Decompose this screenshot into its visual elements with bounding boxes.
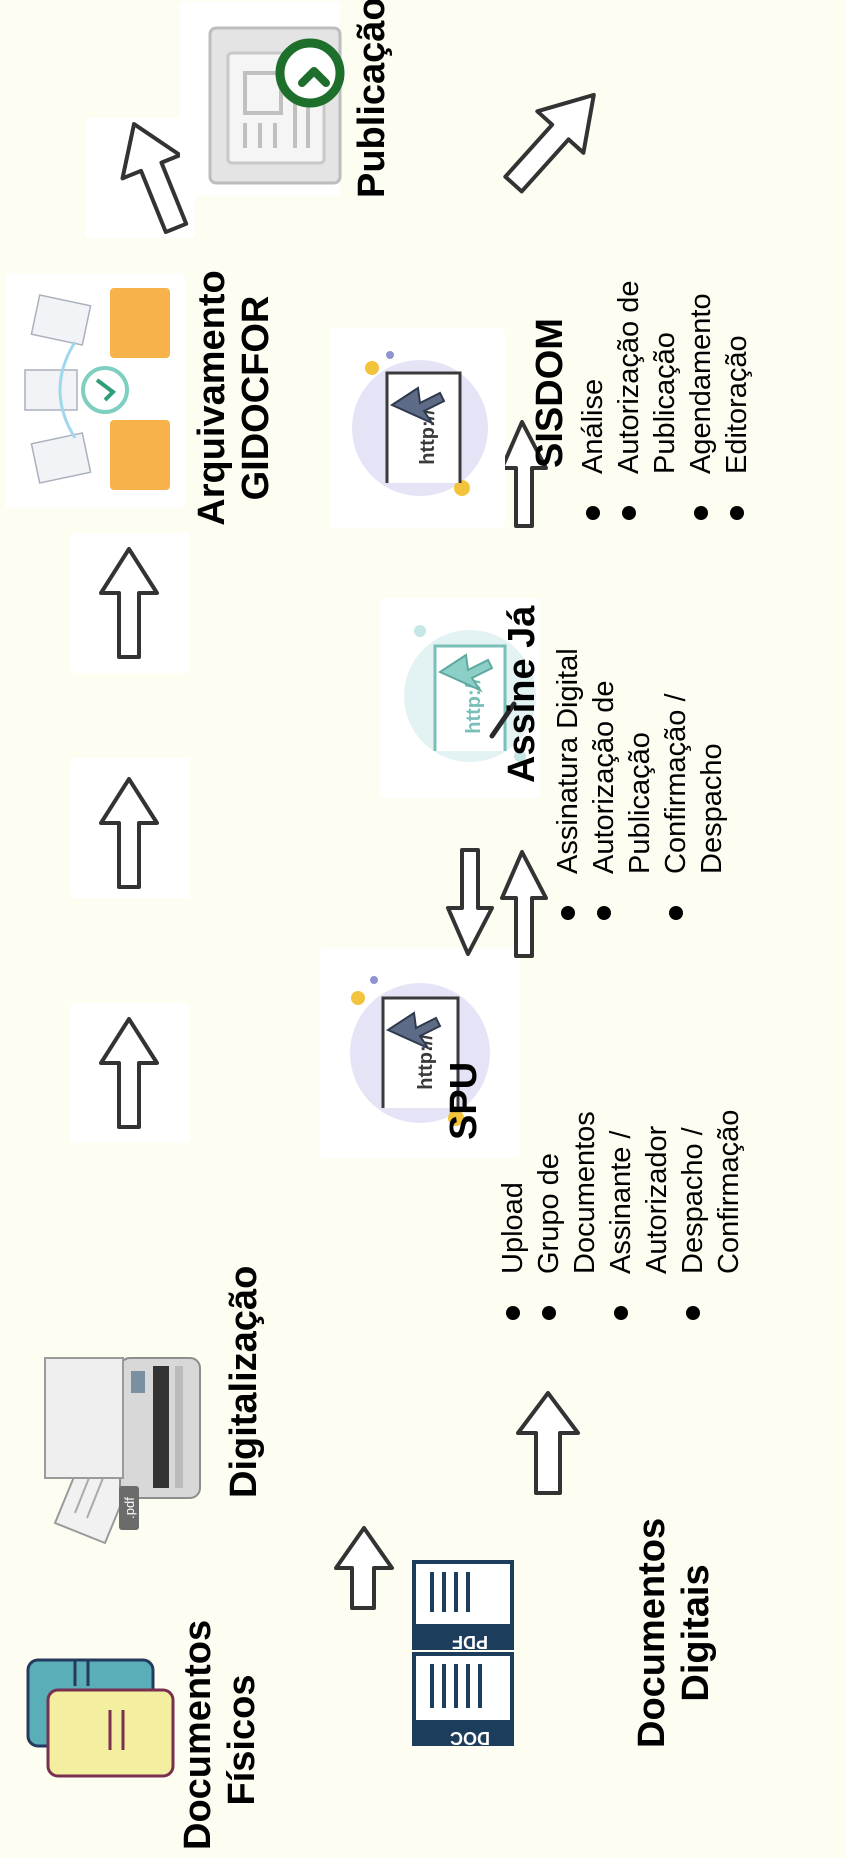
assine_ja-item: Confirmação /	[658, 648, 694, 928]
assine-web-icon: http://	[380, 596, 555, 796]
scanner-icon: .pdf	[35, 1328, 230, 1558]
spu-item: Despacho /	[675, 1110, 711, 1328]
assine-icon-text: http://	[463, 678, 485, 734]
assine-title: Assine Já	[501, 605, 543, 783]
spu-item: Assinante /	[603, 1110, 639, 1328]
arrow-sisdom-to-publication	[500, 68, 610, 208]
assine_ja-item: Assinatura Digital	[550, 648, 586, 928]
arrow-spu-assine-bidirectional	[440, 838, 560, 968]
arrow-up-2	[95, 773, 165, 893]
sisdom-item: Editoração	[719, 281, 755, 528]
digital-documents-icon: PDF DOC	[410, 1558, 525, 1748]
sisdom-item: Agendamento	[683, 281, 719, 528]
spu-item: Autorizador	[641, 1125, 673, 1274]
spu-item: Grupo de	[531, 1110, 567, 1328]
spu-title: SPU	[443, 1061, 485, 1140]
archive-title: Arquivamento GIDOCFOR	[191, 270, 277, 526]
assine_ja-item: Publicação	[624, 732, 656, 874]
arrow-scan-to-digital	[330, 1518, 410, 1628]
physical-documents-title: Documentos Físicos	[177, 1619, 263, 1850]
arrow-up-1	[95, 1013, 165, 1133]
physical-documents-icon	[10, 1648, 185, 1798]
publication-icon	[190, 3, 355, 193]
spu-item: Documentos	[569, 1111, 601, 1274]
publication-title: Publicação	[351, 0, 393, 198]
spu-web-icon: http://	[328, 958, 513, 1148]
sisdom-title: SISDOM	[529, 318, 571, 468]
sisdom-web-icon: http://	[332, 333, 512, 523]
digital-documents-title: Documentos Digitais	[631, 1517, 717, 1748]
sisdom-icon-text: http://	[417, 409, 439, 465]
assine_ja-item: Autorização de	[586, 648, 622, 928]
doc-doc-label: DOC	[450, 1728, 490, 1748]
archive-icon	[15, 278, 185, 498]
sisdom-item: Autorização de	[611, 281, 647, 528]
arrow-archive-to-publication	[110, 113, 200, 238]
pdf-badge-text: .pdf	[122, 1497, 137, 1519]
spu-item: Confirmação	[713, 1109, 745, 1274]
arrow-up-3	[95, 543, 165, 663]
pdf-doc-label: PDF	[452, 1632, 488, 1652]
sisdom-item: Análise	[575, 281, 611, 528]
digitization-title: Digitalização	[223, 1265, 265, 1498]
spu-icon-text: http://	[415, 1034, 437, 1090]
sisdom-item: Publicação	[649, 332, 681, 474]
spu-item: Upload	[495, 1110, 531, 1328]
arrow-digital-to-spu	[508, 1383, 588, 1503]
assine_ja-item: Despacho	[696, 743, 728, 874]
